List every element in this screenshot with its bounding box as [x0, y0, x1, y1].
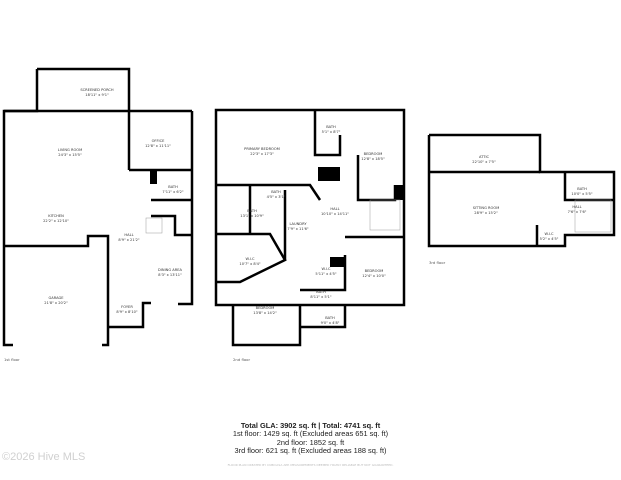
first-floor-walls — [2, 67, 194, 347]
area-summary: Total GLA: 3902 sq. ft | Total: 4741 sq.… — [0, 421, 621, 456]
watermark: ©2026 Hive MLS — [2, 451, 86, 463]
floor-label: 2nd floor — [233, 357, 251, 362]
floor2-area: 2nd floor: 1852 sq. ft — [276, 437, 345, 447]
second-floor-walls — [214, 108, 406, 347]
stairs — [145, 199, 612, 234]
floor-label: 1st floor — [4, 357, 20, 362]
disclaimer: FLOOR PLAN CREATED BY CUBICASA APP. MEAS… — [227, 463, 394, 467]
fixtures — [150, 167, 404, 267]
total-area: Total GLA: 3902 sq. ft | Total: 4741 sq.… — [240, 421, 381, 430]
floor-label: 3rd floor — [429, 260, 446, 265]
floor1-area: 1st floor: 1429 sq. ft (Excluded areas 6… — [232, 429, 389, 438]
floor3-area: 3rd floor: 621 sq. ft (Excluded areas 18… — [234, 446, 387, 456]
